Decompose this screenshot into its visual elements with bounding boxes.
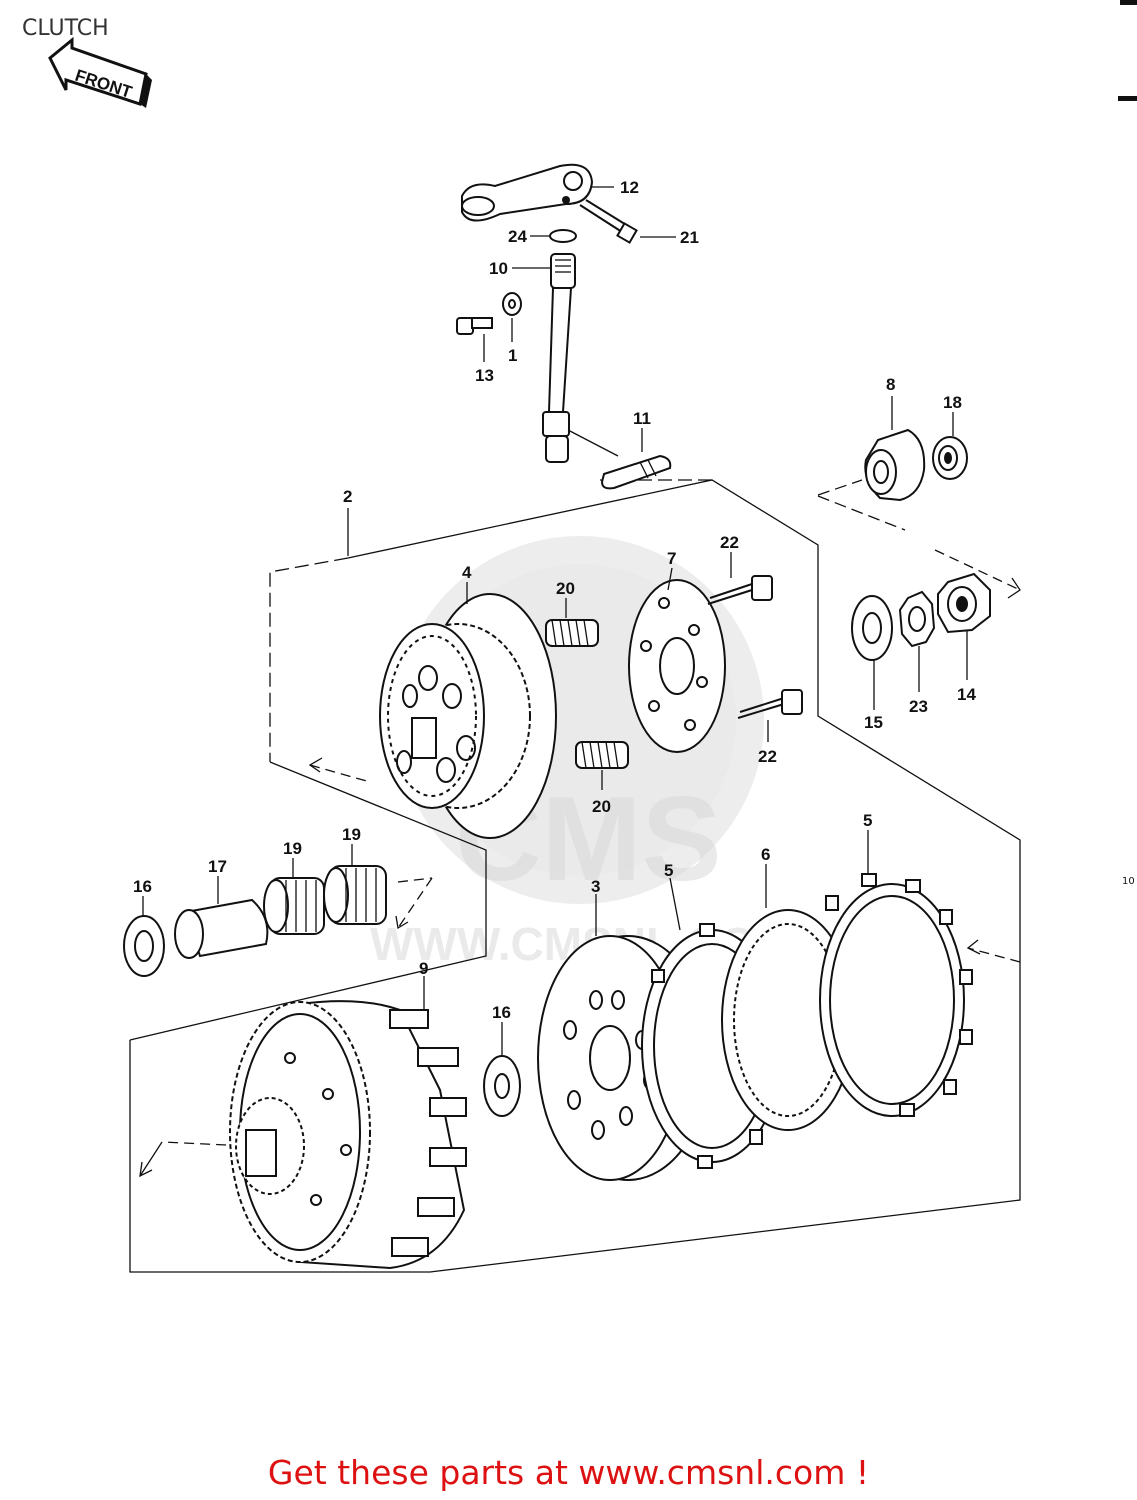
part-clutch-lever	[461, 163, 594, 222]
front-arrow-icon: FRONT	[48, 36, 152, 108]
part-push-rod	[600, 454, 672, 490]
callout-7: 7	[667, 549, 676, 568]
part-washer	[502, 292, 522, 316]
part-spring-upper	[545, 619, 599, 647]
callout-10: 10	[489, 259, 508, 278]
part-spring-lower	[575, 741, 629, 769]
callout-21: 21	[680, 228, 699, 247]
footer-link-text[interactable]: Get these parts at www.cmsnl.com !	[267, 1453, 870, 1492]
callout-20-lower: 20	[592, 797, 611, 816]
diagram-title: CLUTCH	[22, 16, 109, 41]
part-bolt-lower	[737, 689, 803, 719]
callout-11: 11	[633, 409, 651, 428]
part-ball-bearing	[932, 436, 968, 480]
part-clutch-housing	[229, 1000, 467, 1270]
part-nut	[937, 572, 991, 634]
callout-9: 9	[419, 959, 428, 978]
callout-6: 6	[761, 845, 770, 864]
part-spacer-washer-left	[123, 915, 165, 977]
callout-18: 18	[943, 393, 962, 412]
callout-14: 14	[957, 685, 976, 704]
callout-23: 23	[909, 697, 928, 716]
group-outline-lines	[129, 479, 1021, 1273]
part-friction-plate-2	[819, 873, 973, 1117]
callout-leaders	[142, 186, 968, 1056]
callout-1: 1	[508, 346, 517, 365]
part-pressure-plate	[628, 579, 726, 753]
part-bolt-upper	[707, 575, 773, 605]
part-lock-washer	[898, 590, 936, 648]
callout-3: 3	[591, 877, 600, 896]
callout-5-left: 5	[664, 861, 673, 880]
part-screw	[456, 317, 493, 335]
callout-16-middle: 16	[492, 1003, 511, 1022]
callout-17: 17	[208, 857, 227, 876]
callout-5-right: 5	[863, 811, 872, 830]
part-thrust-washer	[851, 595, 893, 661]
callout-8: 8	[886, 375, 895, 394]
callout-16-left: 16	[133, 877, 152, 896]
callout-4: 4	[462, 563, 472, 582]
callout-12: 12	[620, 178, 639, 197]
part-oil-seal	[549, 229, 577, 243]
callout-19-right: 19	[342, 825, 361, 844]
callout-13: 13	[475, 366, 494, 385]
part-sleeve	[864, 428, 926, 502]
callout-labels: 12 21 24 10 13 1 11 2 4 20 20 7 22 22 8 …	[133, 178, 976, 1022]
part-release-shaft	[542, 253, 576, 463]
part-lever-bolt	[579, 199, 638, 244]
part-spacer-washer-middle	[483, 1055, 521, 1117]
callout-22-lower: 22	[758, 747, 777, 766]
part-needle-bearing-1	[263, 877, 325, 935]
callout-24: 24	[508, 227, 527, 246]
callout-22-upper: 22	[720, 533, 739, 552]
callout-20-upper: 20	[556, 579, 575, 598]
page-mark: 10	[1122, 876, 1135, 887]
callout-15: 15	[864, 713, 883, 732]
part-needle-bearing-2	[323, 865, 387, 925]
part-bushing	[174, 898, 269, 959]
callout-2: 2	[343, 487, 352, 506]
part-clutch-hub	[379, 593, 557, 839]
callout-19-left: 19	[283, 839, 302, 858]
